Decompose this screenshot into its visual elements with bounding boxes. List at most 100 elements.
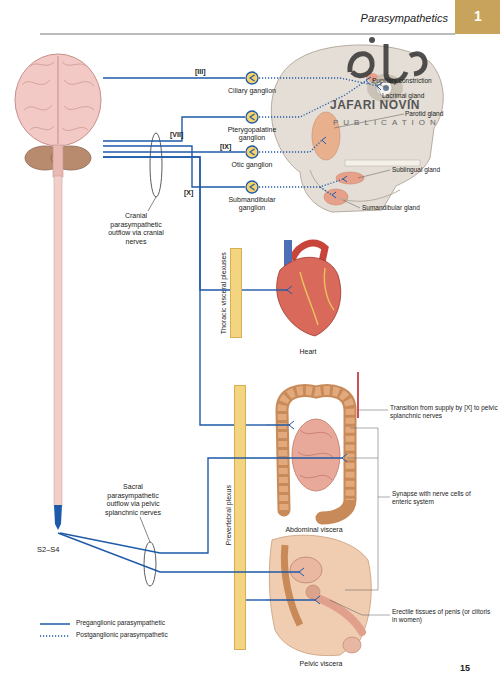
testis — [343, 637, 361, 653]
parotid-gland — [312, 112, 340, 160]
nerve-connector — [60, 458, 266, 553]
watermark-text: PUBLICATION — [333, 118, 473, 128]
ganglion-circle — [246, 146, 258, 158]
nerve-connector — [58, 533, 266, 572]
leader-line — [371, 82, 388, 88]
ganglion-circle: Ciliary ganglion — [245, 71, 259, 85]
nerve-connector — [103, 157, 234, 425]
heart-figure — [277, 257, 341, 336]
node-label: Otic ganglion — [202, 161, 302, 169]
node-label: Submandibular ganglion — [217, 196, 287, 213]
brain — [15, 54, 101, 146]
outflow-note: Sacral parasympathetic outflow via pelvi… — [100, 483, 166, 517]
synapse-fork — [250, 184, 255, 190]
target-label: Lacrimal gland — [382, 92, 442, 100]
ganglion-outline — [245, 180, 259, 194]
small-intestine — [292, 419, 340, 491]
node-label: Prevertebral plexus — [225, 460, 233, 570]
nerve-number: [X] — [184, 189, 193, 197]
sublingual-gland — [336, 172, 364, 184]
leader-line — [330, 600, 390, 615]
synapse-fork — [289, 421, 347, 462]
legend-sample — [40, 633, 72, 639]
synapse-fork — [250, 75, 255, 81]
watermark-logo — [350, 37, 425, 81]
line-sample — [40, 623, 70, 625]
pelvis-figure — [269, 535, 371, 655]
outflow-bracket — [144, 542, 156, 586]
nerve-connector — [103, 157, 230, 290]
logo-dot — [369, 37, 375, 43]
head-figure — [271, 45, 443, 212]
plexus-band: Prevertebral plexus — [234, 385, 246, 650]
node-label: S2–S4 — [37, 545, 77, 554]
leader-line — [358, 170, 390, 178]
plexus-band: Thoracic visceral plexuses — [230, 248, 242, 338]
ganglion-circle: Otic ganglion — [245, 145, 259, 159]
page-title: Parasympathetics — [300, 12, 448, 25]
ganglion-outline — [245, 145, 259, 159]
page-number: 15 — [460, 663, 484, 674]
ganglion-outline — [245, 71, 259, 85]
watermark-text: JAFARI NOVIN — [330, 98, 440, 112]
nerve-connector — [246, 424, 266, 425]
spinal-cord — [54, 176, 62, 506]
ganglion-outline — [245, 110, 259, 124]
outflow-bracket — [150, 133, 162, 197]
cns-figure: S2–S4 — [15, 55, 103, 533]
pupil — [383, 85, 389, 91]
logo-stroke — [410, 54, 425, 74]
logo-stroke — [386, 44, 406, 81]
legend-entry: Postganglionic parasympathetic — [40, 631, 200, 641]
nerve-number: [IX] — [220, 143, 231, 151]
line-sample — [40, 635, 70, 637]
ganglion-circle — [246, 72, 258, 84]
connector-group — [58, 78, 268, 600]
colon — [282, 391, 350, 518]
node-label: Heart — [268, 348, 348, 356]
sacral-segment — [54, 505, 62, 530]
chapter-number: 1 — [465, 8, 491, 25]
synapse-note: Synapse with nerve cells of enteric syst… — [392, 490, 492, 506]
node-label: Ciliary ganglion — [202, 87, 302, 95]
mandible — [310, 170, 400, 201]
synapse-fork — [287, 286, 292, 294]
synapse-fork — [250, 149, 255, 155]
synapse-fork — [250, 114, 255, 120]
leader-line — [148, 197, 156, 211]
brain-fissure — [58, 56, 59, 144]
ganglion-circle: Submandibular ganglion — [245, 180, 259, 194]
leader-line — [140, 517, 150, 542]
nerve-connector — [242, 289, 268, 290]
nerve-connector — [103, 117, 245, 141]
ganglion-circle — [246, 181, 258, 193]
preganglionic-fiber — [266, 572, 316, 600]
nerve-number: [VII] — [170, 131, 183, 139]
synapse-fork — [299, 568, 320, 604]
header-rule — [40, 34, 455, 35]
viscera-figure: Pelvic viscera — [266, 532, 376, 655]
brainstem — [53, 145, 63, 177]
coronary-vessel — [300, 268, 334, 325]
nerve-connector — [103, 77, 245, 78]
ganglion-circle — [246, 111, 258, 123]
node-label: Thoracic visceral plexuses — [220, 238, 228, 348]
node-label: Abdominal viscera — [266, 526, 362, 534]
legend-text: Postganglionic parasympathetic — [76, 631, 168, 639]
node-label: Pterygopalatine ganglion — [217, 126, 287, 143]
brain-gyri — [22, 62, 94, 131]
heart-figure: Heart — [268, 235, 348, 340]
colon-haustra — [282, 391, 350, 510]
ganglion-circle: Pterygopalatine ganglion — [245, 110, 259, 124]
target-label: Parotid gland — [405, 110, 465, 118]
teeth — [345, 160, 420, 166]
target-label: Pupillary constriction — [372, 77, 452, 85]
preganglionic-fiber — [268, 289, 288, 290]
transition-note: Transition from supply by [X] to pelvic … — [390, 404, 498, 420]
viscera-figure: Abdominal viscera — [266, 378, 362, 523]
